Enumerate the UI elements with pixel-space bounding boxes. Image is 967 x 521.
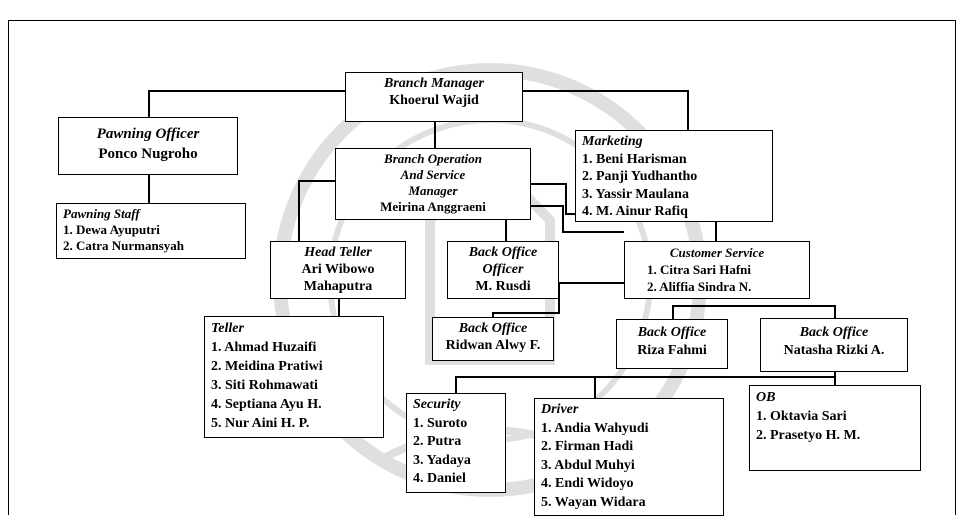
node-security: Security 1. Suroto 2. Putra 3. Yadaya 4.… [406,393,506,493]
staff-list: 1. Andia Wahyudi 2. Firman Hadi 3. Abdul… [541,420,717,513]
list-item: 2. Putra [413,434,462,449]
node-person: M. Rusdi [475,279,531,294]
list-item: 3. Siti Rohmawati [211,378,318,393]
connector [562,231,624,233]
list-item: 2. Aliffia Sindra N. [647,279,752,294]
node-title: Pawning Staff [63,206,140,221]
node-person: Natasha Rizki A. [783,343,885,358]
list-item: 3. Yadaya [413,452,471,468]
node-driver: Driver 1. Andia Wahyudi 2. Firman Hadi 3… [534,398,724,516]
list-item: 2. Firman Hadi [541,439,634,454]
connector [834,305,836,319]
node-title-line: Officer [482,262,524,277]
node-title: Branch Manager [384,76,484,91]
node-back-office-officer: Back Office Officer M. Rusdi [447,241,559,299]
connector [565,183,567,213]
connector [148,174,150,204]
node-person: Meirina Anggraeni [380,199,486,214]
node-head-teller: Head Teller Ari Wibowo Mahaputra [270,241,406,299]
list-item: 4. M. Ainur Rafiq [582,204,688,219]
list-item: 1. Suroto [413,415,468,431]
staff-list: 1. Suroto 2. Putra 3. Yadaya 4. Daniel [413,415,499,489]
connector [492,312,494,320]
node-person: Ponco Nugroho [98,146,198,162]
node-person: Riza Fahmi [637,343,707,358]
list-item: 2. Meidina Pratiwi [211,359,323,374]
connector [492,312,560,314]
connector [530,205,562,207]
node-back-office-natasha: Back Office Natasha Rizki A. [760,318,908,372]
connector [834,370,836,386]
node-title: Customer Service [669,245,765,260]
node-title: Pawning Officer [96,126,200,142]
node-title: Head Teller [304,245,372,260]
connector [434,120,436,150]
connector [298,180,300,242]
list-item: 2. Panji Yudhantho [582,169,698,184]
node-person: Ari Wibowo [301,262,375,277]
list-item: 1. Citra Sari Hafni [647,262,751,277]
connector [672,305,674,319]
connector [687,90,689,130]
connector [298,180,336,182]
node-title-line: Back Office [468,245,538,260]
connector [715,213,717,241]
node-title-line: Branch Operation [384,151,482,166]
node-title: Marketing [582,134,643,149]
node-marketing: Marketing 1. Beni Harisman 2. Panji Yudh… [575,130,773,222]
list-item: 4. Septiana Ayu H. [211,397,322,412]
connector [594,376,596,398]
chart-frame [8,20,956,515]
list-item: 2. Prasetyo H. M. [756,428,861,443]
node-person: Khoerul Wajid [389,93,479,108]
list-item: 3. Abdul Muhyi [541,457,635,473]
connector [530,183,565,185]
list-item: 4. Daniel [413,471,466,486]
list-item: 2. Catra Nurmansyah [63,238,184,253]
node-pawning-officer: Pawning Officer Ponco Nugroho [58,117,238,175]
node-title: Security [413,397,461,412]
staff-list: 1. Oktavia Sari 2. Prasetyo H. M. [756,407,914,445]
node-back-office-riza: Back Office Riza Fahmi [616,319,728,369]
node-branch-manager: Branch Manager Khoerul Wajid [345,72,523,122]
node-title: Teller [211,321,244,336]
connector [338,298,340,316]
connector [455,376,457,394]
list-item: 3. Yassir Maulana [582,186,689,202]
connector [558,282,626,284]
node-pawning-staff: Pawning Staff 1. Dewa Ayuputri 2. Catra … [56,203,246,259]
node-person: Mahaputra [303,279,373,294]
list-item: 5. Nur Aini H. P. [211,416,310,431]
list-item: 1. Beni Harisman [582,151,687,167]
list-item: 1. Ahmad Huzaifi [211,340,317,355]
connector [672,305,834,307]
list-item: 1. Dewa Ayuputri [63,222,160,237]
node-title: Back Office [637,325,707,340]
node-title: OB [756,390,776,405]
connector [455,376,835,378]
connector [562,205,564,231]
connector [148,90,150,118]
node-teller: Teller 1. Ahmad Huzaifi 2. Meidina Prati… [204,316,384,438]
node-person: Ridwan Alwy F. [445,338,541,353]
list-item: 5. Wayan Widara [541,494,646,510]
node-title: Back Office [799,325,869,340]
staff-list: 1. Ahmad Huzaifi 2. Meidina Pratiwi 3. S… [211,338,377,433]
list-item: 1. Andia Wahyudi [541,420,649,436]
list-item: 1. Oktavia Sari [756,409,847,424]
node-title-line: And Service [400,167,466,182]
connector [505,220,507,242]
node-back-office-ridwan: Back Office Ridwan Alwy F. [432,317,554,361]
staff-list: 1. Dewa Ayuputri 2. Catra Nurmansyah [63,222,239,254]
node-title: Driver [541,402,579,417]
node-customer-service: Customer Service 1. Citra Sari Hafni 2. … [624,241,810,299]
node-title-line: Manager [408,183,458,198]
staff-list: 1. Citra Sari Hafni 2. Aliffia Sindra N. [631,261,803,295]
node-ob: OB 1. Oktavia Sari 2. Prasetyo H. M. [749,385,921,471]
staff-list: 1. Beni Harisman 2. Panji Yudhantho 3. Y… [582,151,766,221]
list-item: 4. Endi Widoyo [541,476,634,491]
node-bos-manager: Branch Operation And Service Manager Mei… [335,148,531,220]
node-title: Back Office [458,321,528,336]
